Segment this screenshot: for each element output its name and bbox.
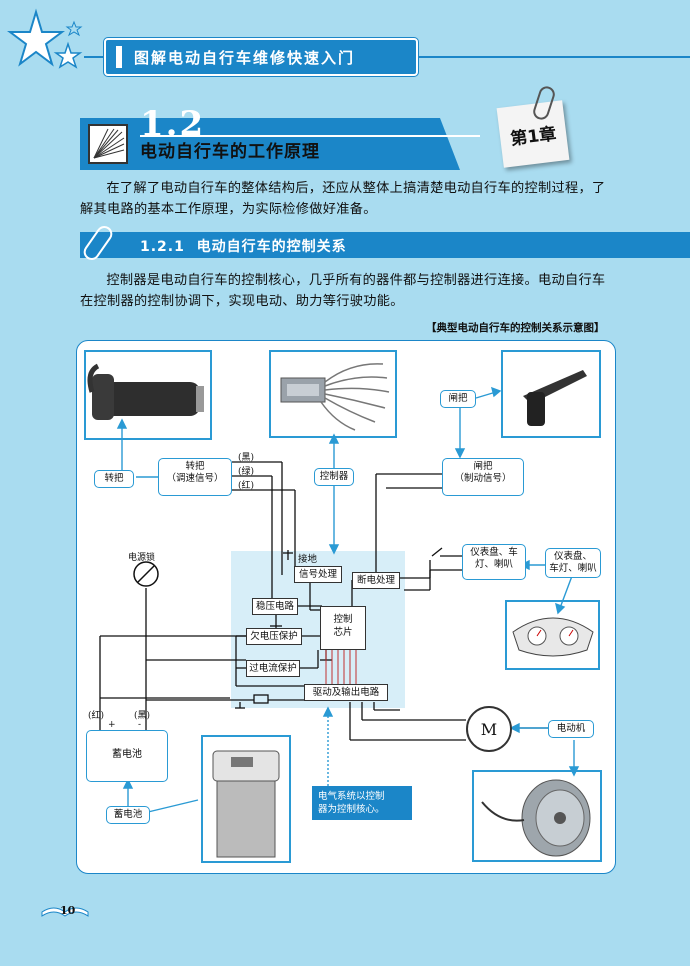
wire-green-label: (绿)	[238, 467, 255, 477]
cutoff-processing-box: 断电处理	[352, 572, 400, 589]
section-rule	[140, 135, 480, 137]
header-tab-marker	[116, 46, 122, 68]
battery-red-label: (红)	[88, 711, 105, 721]
throttle-grip-icon	[87, 363, 204, 420]
controller-unit-icon	[280, 363, 390, 431]
driver-output-box: 驱动及输出电路	[304, 684, 388, 701]
undervoltage-box: 欠电压保护	[246, 628, 302, 645]
dashboard-box: 仪表盘、车 灯、喇叭	[462, 544, 526, 580]
note-line1: 电气系统以控制	[318, 791, 385, 802]
diagram-caption: 【典型电动自行车的控制关系示意图】	[426, 322, 605, 334]
battery-plus-label: +	[108, 720, 116, 730]
dashboard-photo	[505, 600, 600, 670]
brake-label: 闸把	[440, 390, 476, 408]
wire-black-label: (黑)	[238, 453, 255, 463]
signal-processing-box: 信号处理	[294, 566, 342, 583]
motor-symbol: M	[466, 706, 512, 752]
overcurrent-box: 过电流保护	[246, 660, 300, 677]
book-icon	[41, 907, 89, 917]
fan-logo-icon	[88, 124, 128, 164]
brake-signal-line2: （制动信号）	[454, 473, 512, 484]
throttle-signal-box: 转把 （调速信号）	[158, 458, 232, 496]
wire-red-label: (红)	[238, 481, 255, 491]
star-decoration-icon	[7, 8, 83, 69]
control-chip-box: 控制 芯片	[320, 606, 366, 650]
battery-pack-icon	[212, 750, 280, 858]
dashboard-tag: 仪表盘、 车灯、喇叭	[545, 548, 601, 578]
motor-label: 电动机	[548, 720, 594, 738]
brake-signal-box: 闸把 （制动信号）	[442, 458, 524, 496]
battery-minus-label: -	[138, 720, 142, 730]
regulator-box: 稳压电路	[252, 598, 298, 615]
battery-box: 蓄电池	[86, 730, 168, 782]
brake-lever-icon	[523, 370, 587, 426]
battery-photo	[201, 735, 291, 863]
throttle-photo	[84, 350, 212, 440]
dashboard-line2: 灯、喇叭	[474, 559, 513, 570]
throttle-signal-line1: 转把	[185, 461, 205, 472]
brake-photo	[501, 350, 601, 438]
note-line2: 器为控制核心。	[318, 804, 385, 815]
power-lock-label: 电源锁	[128, 553, 156, 563]
section-ribbon	[80, 118, 460, 170]
battery-tag: 蓄电池	[106, 806, 150, 824]
section-number: 1.2	[140, 104, 206, 144]
brake-signal-line1: 闸把	[473, 461, 493, 472]
motor-photo	[472, 770, 602, 862]
ground-label: 接地	[298, 554, 318, 565]
controller-label: 控制器	[314, 468, 354, 486]
dashboard-line1: 仪表盘、车	[470, 547, 518, 558]
book-title: 图解电动自行车维修快速入门	[134, 48, 356, 67]
battery-black-label: (黑)	[134, 711, 151, 721]
header-tab: 图解电动自行车维修快速入门	[104, 38, 418, 76]
page-number: 10	[60, 904, 76, 917]
dashboard-tag-line1: 仪表盘、	[553, 551, 592, 562]
hub-motor-icon	[481, 779, 591, 857]
subsection-number: 1.2.1	[140, 239, 185, 255]
subsection-bar: 1.2.1 电动自行车的控制关系	[80, 232, 690, 258]
dashboard-tag-line2: 车灯、喇叭	[549, 563, 597, 574]
subsection-title: 电动自行车的控制关系	[196, 239, 347, 255]
chip-line2: 芯片	[333, 627, 353, 638]
dashboard-meter-icon	[512, 617, 594, 657]
subsection-heading: 1.2.1 电动自行车的控制关系	[140, 236, 347, 256]
controller-core-note: 电气系统以控制 器为控制核心。	[312, 786, 412, 820]
intro-paragraph: 在了解了电动自行车的整体结构后，还应从整体上搞清楚电动自行车的控制过程，了解其电…	[80, 181, 606, 217]
controller-photo	[269, 350, 397, 438]
throttle-label: 转把	[94, 470, 134, 488]
throttle-signal-line2: （调速信号）	[166, 473, 224, 484]
chip-line1: 控制	[333, 614, 353, 625]
section-title: 电动自行车的工作原理	[140, 142, 320, 162]
body-paragraph: 控制器是电动自行车的控制核心，几乎所有的器件都与控制器进行连接。电动自行车在控制…	[80, 273, 606, 309]
